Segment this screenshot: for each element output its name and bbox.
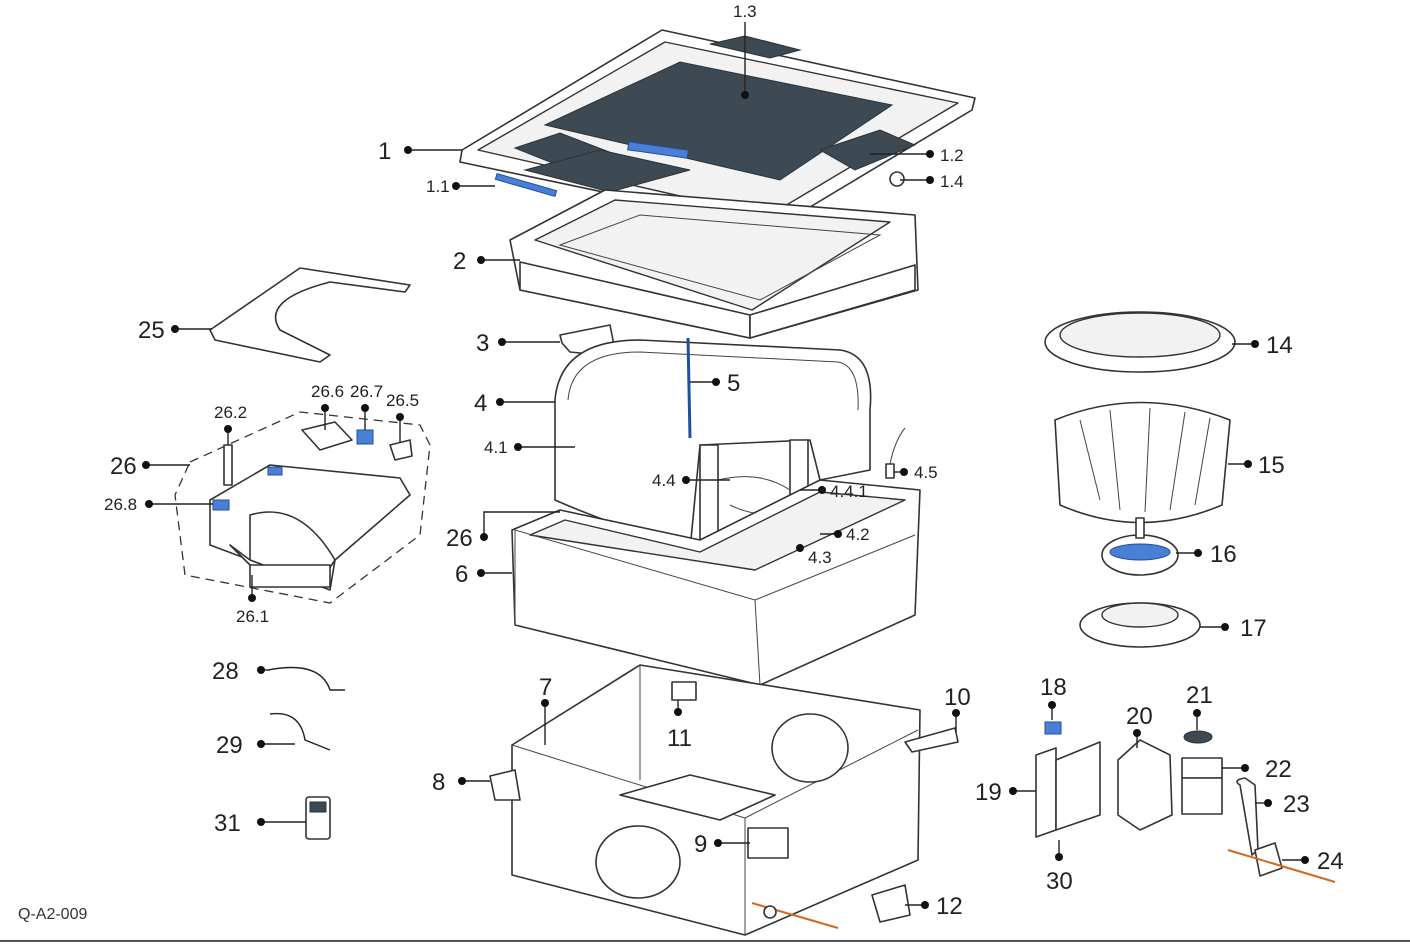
frame-part: [509, 189, 919, 339]
document-code: Q-A2-009: [18, 906, 88, 923]
callout-25: 25: [138, 317, 165, 344]
callout-26-8: 26.8: [104, 495, 137, 514]
callout-leaders: [142, 22, 1309, 909]
callout-23: 23: [1283, 791, 1310, 818]
callout-11: 11: [667, 725, 692, 752]
callout-5: 5: [727, 370, 740, 397]
panel-grille-part: [543, 61, 894, 181]
callout-26-6: 26.6: [311, 382, 344, 401]
callout-1: 1: [378, 138, 391, 165]
callout-4-3: 4.3: [808, 548, 832, 567]
coil-part: [554, 337, 906, 551]
callout-29: 29: [216, 732, 243, 759]
callout-7: 7: [539, 674, 552, 701]
callout-16: 16: [1210, 541, 1237, 568]
callout-24: 24: [1317, 848, 1344, 875]
callout-9: 9: [694, 831, 707, 858]
callout-19: 19: [975, 779, 1002, 806]
callout-3: 3: [476, 330, 489, 357]
callout-4-4: 4.4: [652, 471, 676, 490]
callout-26: 26: [110, 453, 137, 480]
callout-26-5: 26.5: [386, 391, 419, 410]
bottom-rule: [0, 940, 1410, 942]
plate-part: [871, 884, 911, 923]
callout-4-5: 4.5: [914, 463, 938, 482]
panel-clip-part: [627, 141, 689, 159]
screw-part: [889, 171, 905, 187]
callout-1-1: 1.1: [426, 177, 450, 196]
callout-30: 30: [1046, 868, 1073, 895]
sensor-cable-part: [267, 666, 345, 691]
callout-4-2: 4.2: [846, 525, 870, 544]
callout-18: 18: [1040, 674, 1067, 701]
callout-4-1: 4.1: [484, 438, 508, 457]
callout-26-7: 26.7: [350, 382, 383, 401]
callout-14: 14: [1266, 332, 1293, 359]
callout-10: 10: [944, 684, 971, 711]
fan-assembly-part: [1044, 311, 1236, 648]
pump-assembly-part: [1035, 721, 1336, 883]
front-panel-part: [459, 29, 976, 229]
callout-2: 2: [453, 248, 466, 275]
callout-6: 6: [455, 561, 468, 588]
callout-26-main: 26: [446, 525, 473, 552]
callout-26-2: 26.2: [214, 403, 247, 422]
callout-1-3: 1.3: [733, 2, 757, 21]
callout-4-4-1: 4.4.1: [830, 482, 868, 501]
callout-31: 31: [214, 810, 241, 837]
callout-21: 21: [1186, 682, 1213, 709]
callout-1-4: 1.4: [940, 172, 964, 191]
callout-20: 20: [1126, 703, 1153, 730]
control-box-group: [174, 411, 431, 604]
callout-15: 15: [1258, 452, 1285, 479]
callout-28: 28: [212, 658, 239, 685]
callout-4: 4: [474, 390, 487, 417]
callout-26-1: 26.1: [236, 607, 269, 626]
sensor-cable-2-part: [269, 712, 331, 751]
top-bracket-part: [209, 267, 411, 363]
callout-22: 22: [1265, 756, 1292, 783]
callout-8: 8: [432, 769, 445, 796]
callout-12: 12: [936, 893, 963, 920]
callout-17: 17: [1240, 615, 1267, 642]
main-box-part: [489, 664, 959, 936]
callout-1-2: 1.2: [940, 146, 964, 165]
panel-strip-part: [494, 172, 558, 198]
